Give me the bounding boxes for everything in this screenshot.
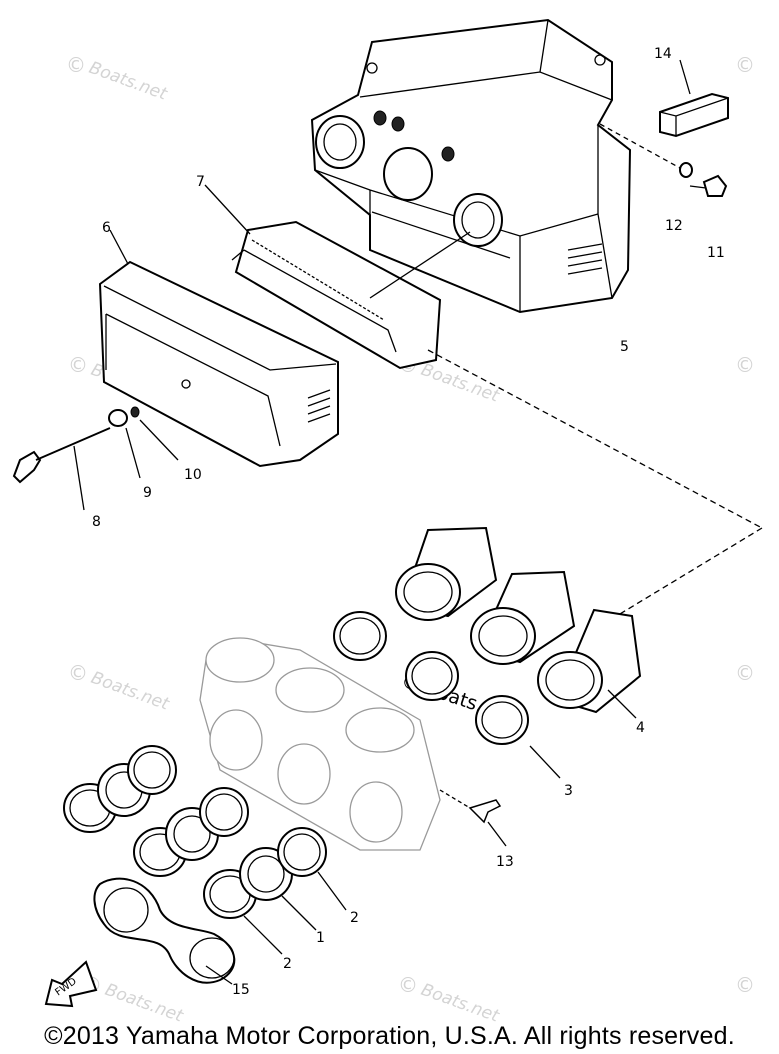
part-label-14: 14 (654, 46, 672, 62)
part-label-7: 7 (196, 174, 205, 190)
air-cleaner-cover (98, 229, 339, 468)
part-label-12: 12 (665, 218, 683, 234)
part-label-13: 13 (496, 854, 514, 870)
part-label-4: 4 (636, 720, 645, 736)
air-filter-element (204, 184, 471, 370)
part-label-15: 15 (232, 982, 250, 998)
watermark-copyright-symbol: © (398, 973, 418, 997)
carb-joints-and-clamps (63, 745, 347, 955)
part-label-3: 3 (564, 783, 573, 799)
screw-and-washer (599, 123, 728, 197)
part-label-2: 2 (350, 910, 359, 926)
carburetor-assembly (199, 637, 507, 851)
watermark-copyright-symbol: © (735, 353, 755, 377)
watermark-copyright-symbol: © (68, 661, 88, 685)
watermark-copyright-symbol: © (735, 53, 755, 77)
fwd-arrow: FWD (44, 960, 98, 1008)
watermark-copyright-symbol: © (735, 661, 755, 685)
part-label-5: 5 (620, 339, 629, 355)
part-label-9: 9 (143, 485, 152, 501)
clamps-upper (333, 611, 561, 779)
air-cleaner-case (310, 18, 632, 314)
intake-joints (395, 526, 642, 719)
watermark: Boats.net (86, 58, 170, 105)
watermark: Boats.net (102, 980, 186, 1027)
part-label-10: 10 (184, 467, 202, 483)
part-label-8: 8 (92, 514, 101, 530)
watermark: Boats.net (418, 980, 502, 1027)
part-labels: 1 2 2 3 4 5 6 7 8 9 10 11 12 13 14 15 (92, 46, 725, 998)
pad (659, 59, 729, 138)
watermark-copyright-symbol: © (735, 973, 755, 997)
part-label-2: 2 (283, 956, 292, 972)
watermark-copyright-symbol: © (66, 53, 86, 77)
part-label-1: 1 (316, 930, 325, 946)
watermark-copyright-symbol: © (68, 353, 88, 377)
part-label-11: 11 (707, 245, 725, 261)
watermark: Boats.net (88, 668, 172, 715)
wing-bolt-set (12, 406, 179, 511)
part-label-6: 6 (102, 220, 111, 236)
plate (93, 877, 236, 985)
copyright-notice: ©2013 Yamaha Motor Corporation, U.S.A. A… (44, 1022, 735, 1050)
